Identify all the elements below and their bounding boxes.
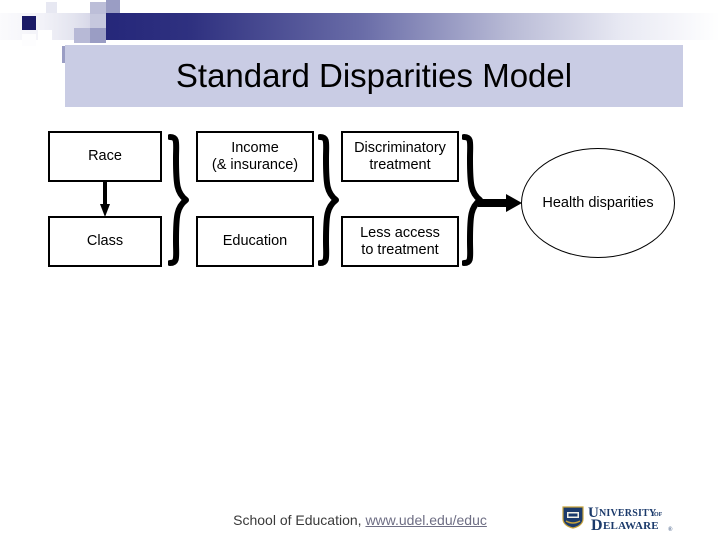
logo-wordmark: U NIVERSITY OF D ELAWARE ®: [588, 505, 673, 533]
footer: School of Education, www.udel.edu/educ: [0, 512, 720, 528]
header-square-light-top: [56, 0, 72, 13]
svg-text:ELAWARE: ELAWARE: [603, 520, 659, 532]
arrow-head: [100, 204, 110, 217]
curly-brace-icon-2: [318, 133, 340, 267]
arrow-shaft: [103, 182, 107, 206]
node-income: Income (& insurance): [196, 131, 314, 182]
arrow-down-icon: [100, 182, 110, 218]
node-health-label: Health disparities: [542, 195, 654, 211]
footer-url-link[interactable]: www.udel.edu/educ: [365, 512, 487, 528]
footer-label: School of Education,: [233, 512, 366, 528]
svg-text:D: D: [591, 517, 603, 533]
svg-text:U: U: [588, 505, 599, 521]
title-band: [65, 45, 683, 107]
svg-text:OF: OF: [654, 512, 663, 518]
header-square-pale-3: [46, 2, 57, 13]
header-square-pale-2: [90, 14, 106, 28]
shield-icon: [562, 506, 584, 529]
header-square-mid-2: [90, 28, 106, 43]
header-gradient-bar: [105, 13, 720, 40]
arrow-head: [506, 194, 522, 212]
node-less-access-to-treatment: Less access to treatment: [341, 216, 459, 267]
node-race: Race: [48, 131, 162, 182]
page-title: Standard Disparities Model: [175, 57, 573, 94]
header-square-white-2: [38, 30, 52, 44]
header-square-mid-top: [106, 0, 120, 13]
node-income-label-line2: (& insurance): [211, 156, 299, 173]
header-square-pale-1: [90, 2, 106, 14]
header-square-mid-1: [74, 28, 90, 43]
node-lessaccess-label-line1: Less access: [360, 224, 440, 241]
node-education: Education: [196, 216, 314, 267]
node-lessaccess-label-line2: to treatment: [361, 241, 439, 258]
node-race-label: Race: [88, 148, 122, 164]
university-of-delaware-logo: U NIVERSITY OF D ELAWARE ®: [562, 503, 712, 533]
svg-text:®: ®: [668, 526, 673, 533]
arrow-right-icon: [478, 194, 522, 212]
node-discriminatory-treatment: Discriminatory treatment: [341, 131, 459, 182]
svg-text:NIVERSITY: NIVERSITY: [599, 508, 657, 519]
node-discrim-label-line2: treatment: [369, 156, 431, 173]
node-health-disparities: Health disparities: [521, 148, 675, 258]
header-square-navy: [22, 16, 36, 30]
arrow-shaft: [478, 199, 508, 207]
node-class: Class: [48, 216, 162, 267]
curly-brace-icon-1: [168, 133, 190, 267]
node-education-label: Education: [222, 233, 288, 249]
node-income-label-line1: Income: [231, 139, 279, 156]
node-discrim-label-line1: Discriminatory: [354, 139, 446, 156]
header-square-white-1: [22, 34, 36, 46]
node-class-label: Class: [86, 233, 124, 249]
